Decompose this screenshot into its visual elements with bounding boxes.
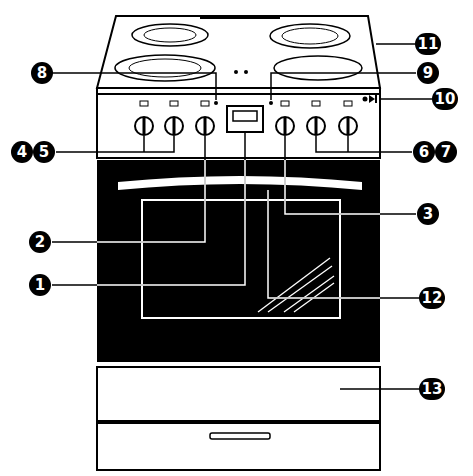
callout-number: 1 [29, 274, 51, 296]
callout-number: 7 [435, 141, 457, 163]
callout-number: 2 [29, 231, 51, 253]
callout-number: 4 [11, 141, 33, 163]
callout-number: 8 [31, 62, 53, 84]
callout-number: 5 [33, 141, 55, 163]
callout-number: 9 [417, 62, 439, 84]
callout-number: 13 [419, 378, 446, 400]
callout-number: 10 [432, 88, 459, 110]
callout-number: 11 [415, 33, 442, 55]
callout-number: 6 [413, 141, 435, 163]
callout-number: 12 [419, 287, 446, 309]
callout-number: 3 [417, 203, 439, 225]
